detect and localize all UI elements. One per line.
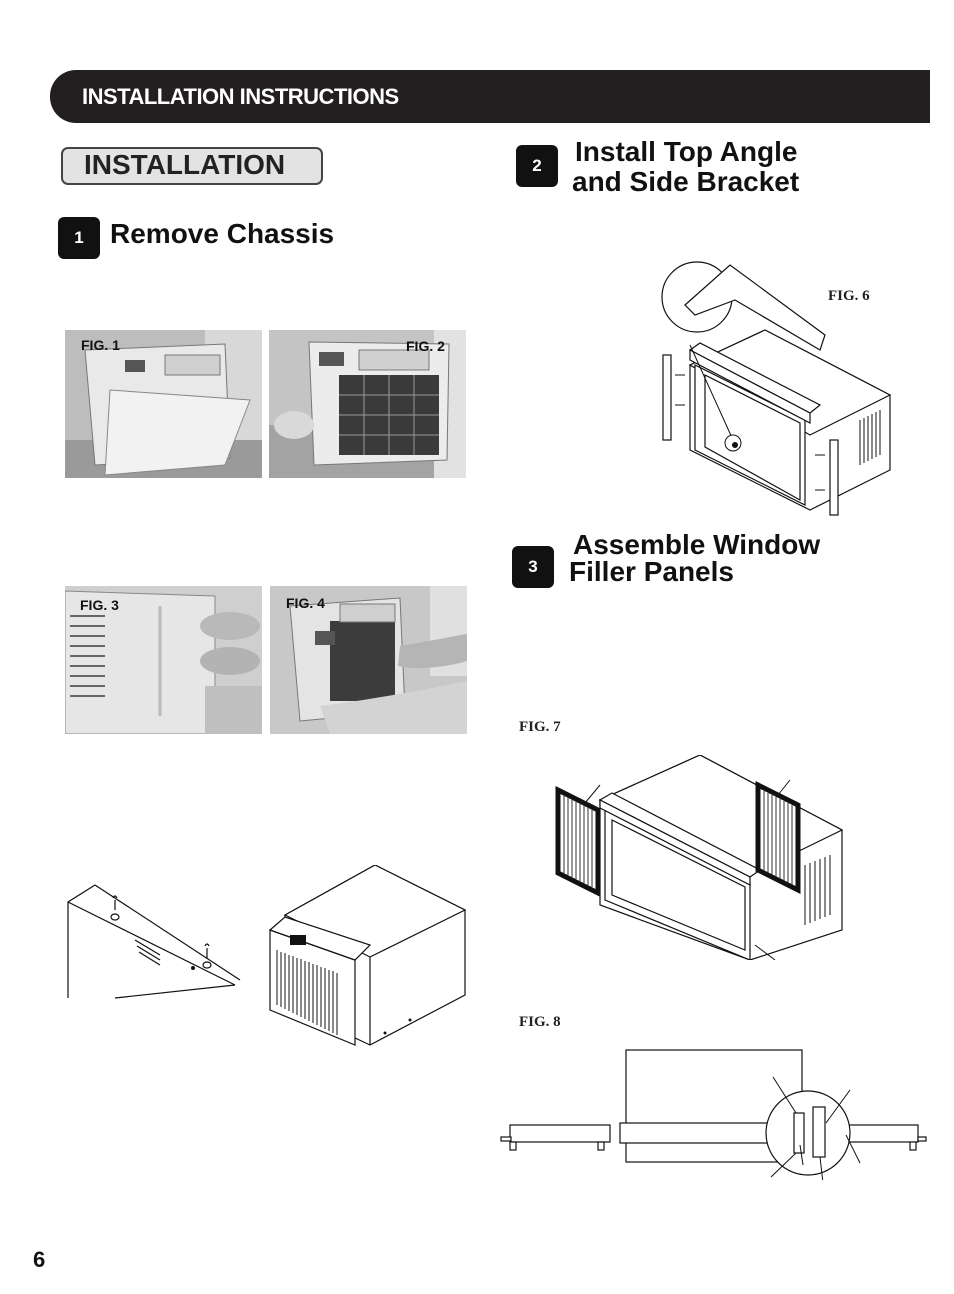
step-3-title-line2: Filler Panels [569, 556, 734, 587]
fig1-label: FIG. 1 [81, 337, 120, 353]
fig7-label: FIG. 7 [519, 719, 561, 735]
fig1-photo [65, 330, 262, 478]
step-2-badge: 2 [516, 145, 558, 187]
step-3-badge: 3 [512, 546, 554, 588]
unit-front-diagram [268, 865, 467, 1046]
fig4-photo [270, 586, 467, 734]
fig8-diagram [500, 1049, 927, 1180]
step-1-badge: 1 [58, 217, 100, 259]
header-bar [50, 70, 930, 123]
step-2-title-line2: and Side Bracket [572, 166, 800, 197]
section-label-box [61, 147, 323, 185]
fig4-label: FIG. 4 [286, 595, 325, 611]
fig2-photo [269, 330, 466, 478]
fig6-diagram [661, 261, 892, 516]
section-label: INSTALLATION [84, 149, 286, 180]
screw-location-diagram [67, 884, 241, 999]
fig8-label: FIG. 8 [519, 1014, 561, 1030]
fig3-photo [65, 586, 262, 734]
fig7-diagram [555, 755, 844, 960]
step-3-title-line1: Assemble Window [573, 529, 821, 560]
fig3-label: FIG. 3 [80, 597, 119, 613]
fig6-label: FIG. 6 [828, 288, 870, 304]
page-number: 6 [33, 1247, 46, 1272]
header-title: INSTALLATION INSTRUCTIONS [82, 84, 399, 109]
step-1-title: Remove Chassis [110, 218, 335, 249]
step-2-title-line1: Install Top Angle [575, 136, 798, 167]
fig2-label: FIG. 2 [406, 338, 445, 354]
